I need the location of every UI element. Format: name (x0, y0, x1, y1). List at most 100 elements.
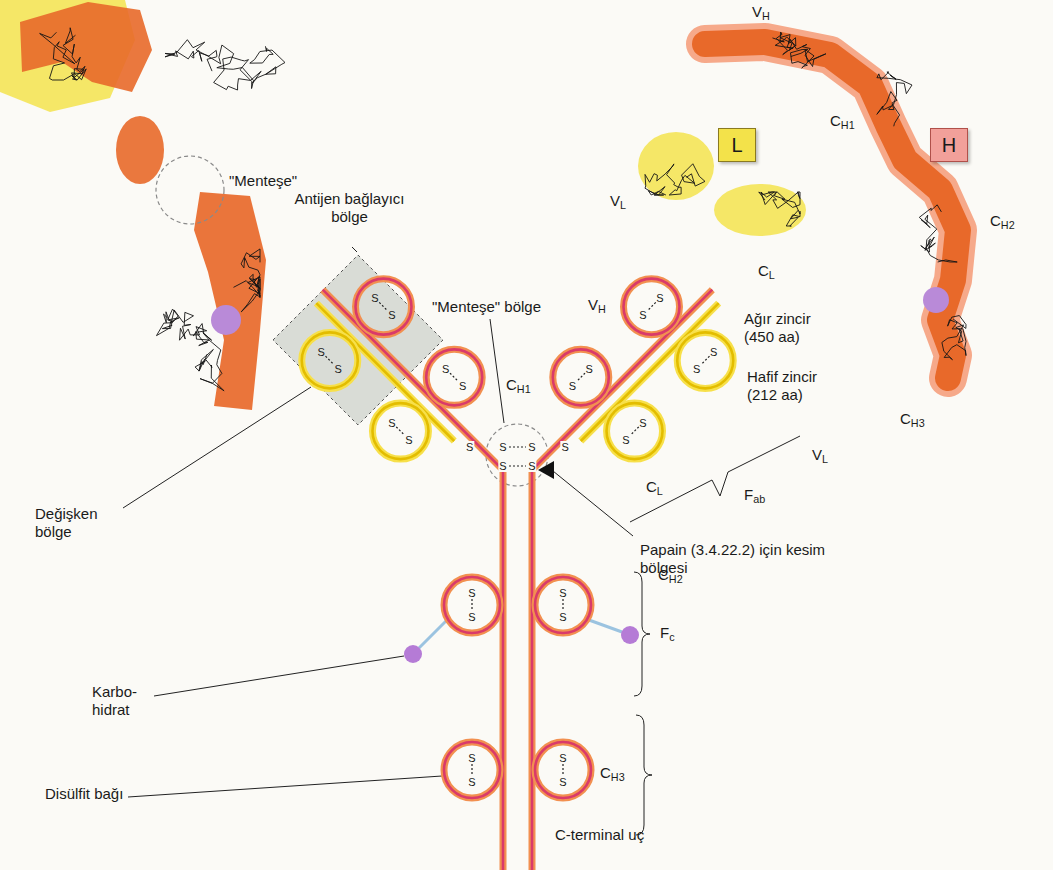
domain-loop (426, 349, 482, 405)
disulfide-bond (326, 356, 334, 364)
heavy-chain-ribbon (20, 2, 152, 92)
disulfide-atom: S (655, 292, 664, 304)
disulfide-atom: S (558, 752, 567, 764)
ch3-brace (636, 715, 652, 835)
disulfide-atom: S (709, 346, 718, 358)
domain-loop (624, 279, 680, 335)
domain-loop (444, 577, 500, 633)
part-label: Fab (744, 486, 765, 505)
disulfide-atom: S (498, 441, 507, 453)
domain-loop (426, 349, 482, 405)
disulfide-bond (509, 446, 526, 447)
part-label: "Menteşe" (229, 172, 297, 190)
leader-line (123, 387, 311, 508)
part-label: Antijen bağlayıcı bölge (292, 190, 407, 226)
domain-loop (444, 742, 500, 798)
backbone-trace (759, 192, 800, 226)
disulfide-atom: S (387, 417, 396, 429)
carbohydrate-blob (923, 287, 949, 313)
leader-line (553, 471, 633, 536)
disulfide-atom: S (568, 380, 577, 392)
disulfide-bond (562, 599, 563, 611)
domain-loop (444, 742, 500, 798)
domain-loop (302, 332, 358, 388)
disulfide-atom: S (561, 441, 570, 453)
carbohydrate-blob (211, 305, 241, 335)
backbone-trace (233, 249, 260, 312)
domain-loop (607, 403, 663, 459)
domain-loop (553, 349, 609, 405)
disulfide-atom: S (387, 309, 396, 321)
part-label: CH2 (658, 566, 683, 585)
disulfide-atom: S (458, 380, 467, 392)
chain-letter: L (731, 134, 742, 156)
light-chain (581, 303, 719, 441)
heavy-chain-ribbon (194, 192, 266, 410)
heavy-chain-glow (705, 42, 958, 378)
heavy-chain-ribbon (705, 42, 958, 378)
light-chain (316, 303, 454, 441)
part-label: Karbo- hidrat (92, 683, 152, 719)
part-label: CL (758, 262, 775, 281)
leader-line (490, 319, 504, 423)
disulfide-atom: S (558, 776, 567, 788)
chain-key-box: H (930, 128, 968, 162)
backbone-trace (772, 32, 825, 68)
domain-loop (624, 279, 680, 335)
part-label: VL (812, 446, 828, 465)
disulfide-atom: S (692, 363, 701, 375)
disulfide-atom: S (404, 434, 413, 446)
carbohydrate-stem (419, 620, 447, 648)
domain-loop (355, 279, 411, 335)
chain-key-box: L (718, 128, 756, 162)
disulfide-atom: S (527, 460, 536, 472)
domain-loop (607, 403, 663, 459)
disulfide-bond (471, 599, 472, 611)
disulfide-bond (562, 764, 563, 776)
part-label: Ağır zincir (450 aa) (744, 310, 844, 346)
backbone-trace (40, 28, 87, 80)
part-label: "Menteşe" bölge (432, 298, 541, 316)
part-label: CH2 (990, 212, 1015, 231)
domain-loop (535, 742, 591, 798)
light-chain-glow (638, 132, 714, 200)
domain-loop (535, 577, 591, 633)
domain-loop (677, 332, 733, 388)
hinge-circle (486, 424, 548, 486)
part-label: CH1 (830, 112, 855, 131)
part-label: Disülfit bağı (45, 785, 127, 803)
backbone-trace (877, 72, 912, 126)
light-chain (316, 303, 454, 441)
part-label: Değişken bölge (35, 505, 120, 541)
backbone-trace (919, 205, 957, 262)
disulfide-bond (647, 302, 655, 310)
disulfide-atom: S (334, 363, 343, 375)
disulfide-bond (701, 356, 709, 364)
disulfide-bond (577, 373, 585, 381)
part-label: CH3 (600, 764, 625, 783)
disulfide-atom: S (467, 776, 476, 788)
disulfide-bond (450, 373, 458, 381)
domain-loop (302, 332, 358, 388)
leader-line (154, 656, 404, 696)
part-label: CH1 (506, 376, 531, 395)
disulfide-atom: S (638, 309, 647, 321)
backbone-trace (942, 316, 966, 360)
disulfide-atom: S (465, 441, 474, 453)
disulfide-atom: S (527, 441, 536, 453)
light-chain-glow (714, 184, 806, 236)
disulfide-atom: S (467, 611, 476, 623)
domain-loop (355, 279, 411, 335)
part-label: Fc (660, 624, 675, 643)
disulfide-atom: S (498, 460, 507, 472)
domain-loop (677, 332, 733, 388)
part-label: VH (588, 296, 606, 315)
disulfide-atom: S (467, 587, 476, 599)
backbone-trace (156, 309, 224, 391)
domain-loop (372, 403, 428, 459)
backbone-trace (645, 164, 705, 195)
part-label: VL (610, 192, 626, 211)
leader-line (128, 776, 442, 797)
